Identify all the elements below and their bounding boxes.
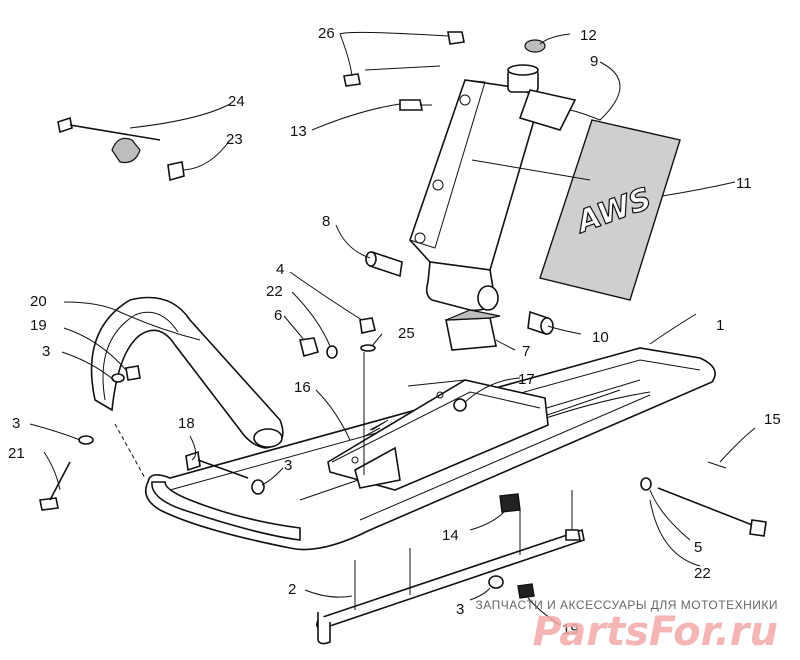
aws-decal: AWS [539,119,681,301]
ski-saddle [327,379,549,491]
callout-3-far-left: 3 [12,415,20,432]
callout-3-mid: 3 [284,457,292,474]
callout-7: 7 [522,343,530,360]
leader-lines [29,31,756,626]
callout-21: 21 [8,445,25,462]
callout-20: 20 [30,293,47,310]
callout-8: 8 [322,213,330,230]
callout-1: 1 [716,317,724,334]
callout-10: 10 [592,329,609,346]
callout-25: 25 [398,325,415,342]
callout-24: 24 [228,93,245,110]
callout-23: 23 [226,131,243,148]
callout-3-bottom: 3 [456,601,464,618]
callout-9: 9 [590,53,598,70]
callout-19-bottom: 19 [562,621,579,638]
callout-14: 14 [442,527,459,544]
callout-26: 26 [318,25,335,42]
callouts: 26 12 9 24 13 23 11 8 4 22 20 6 1 19 25 … [8,25,781,638]
shock-assembly [409,64,577,312]
callout-13: 13 [290,123,307,140]
callout-15: 15 [764,411,781,428]
callout-18: 18 [178,415,195,432]
wear-bar [316,490,585,645]
callout-16: 16 [294,379,311,396]
callout-6: 6 [274,307,282,324]
callout-3-left: 3 [42,343,50,360]
hardware [39,31,767,599]
callout-17: 17 [518,371,535,388]
callout-4: 4 [276,261,284,278]
watermark: ЗАПЧАСТИ И АКСЕССУАРЫ ДЛЯ МОТОТЕХНИКИ Pa… [476,598,778,652]
callout-22-top: 22 [266,283,283,300]
callout-5: 5 [694,539,702,556]
callout-19-top: 19 [30,317,47,334]
watermark-caption: ЗАПЧАСТИ И АКСЕССУАРЫ ДЛЯ МОТОТЕХНИКИ [475,598,778,612]
watermark-brand: PartsFor.ru [532,609,778,655]
callout-12: 12 [580,27,597,44]
callout-11: 11 [736,175,752,192]
callout-2: 2 [288,581,296,598]
callout-22-bottom: 22 [694,565,711,582]
